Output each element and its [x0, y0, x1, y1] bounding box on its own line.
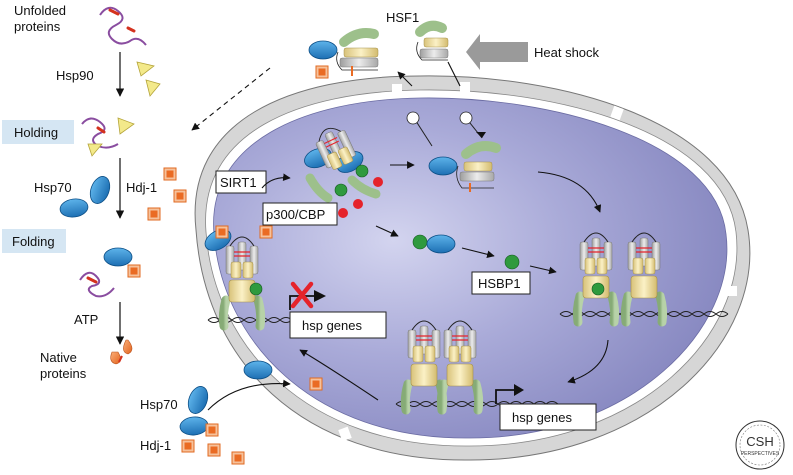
hsf1-monomer-hsp-complex	[308, 28, 379, 79]
unfolded-proteins-label-2: proteins	[14, 19, 61, 34]
active-promoter-arrow	[495, 389, 514, 404]
line-hsf1-import	[447, 61, 461, 87]
trimers-hsbp1-bound	[559, 233, 729, 322]
arrow-to-hsbp1	[461, 247, 495, 259]
hsf1-monomer-free	[415, 20, 449, 61]
hsp70-bottom-label: Hsp70	[140, 397, 178, 412]
unfolded-protein-icon	[99, 6, 147, 46]
hsf1-label: HSF1	[386, 10, 419, 25]
pore-lollipops	[406, 111, 486, 147]
nucleus	[194, 75, 751, 461]
csh-perspectives-logo: CSH PERSPECTIVES	[735, 420, 785, 470]
hsp70-top-label: Hsp70	[34, 180, 72, 195]
p300cbp-label: p300/CBP	[266, 207, 325, 222]
hsp90-label: Hsp90	[56, 68, 94, 83]
trimer-repressed	[200, 224, 293, 326]
arrow-to-trimer-binding	[537, 171, 602, 213]
holding-complex-icon	[81, 117, 135, 157]
arrow-to-repressed	[299, 349, 379, 401]
dashed-feedback-arrow	[191, 67, 271, 131]
arrow-to-active-trimers	[567, 339, 609, 384]
repressed-promoter-arrow	[289, 295, 314, 310]
repressed-promoter-arrowhead	[314, 290, 326, 302]
logo-line1: CSH	[746, 434, 773, 449]
folding-complex-icon	[79, 247, 141, 298]
native-proteins-label-1: Native	[40, 350, 77, 365]
hsbp1-green-dot	[504, 254, 520, 270]
hsp-genes-repressed-box	[289, 311, 387, 339]
hsp-genes-active-label: hsp genes	[512, 410, 572, 425]
folding-label: Folding	[12, 234, 55, 249]
native-proteins-label-2: proteins	[40, 366, 87, 381]
hdj1-top-label: Hdj-1	[126, 180, 157, 195]
hsf1-hsp-nuclear-complex	[428, 141, 501, 192]
hsp-genes-active-box	[499, 403, 597, 431]
hdj1-bottom-label: Hdj-1	[140, 438, 171, 453]
native-protein-icon	[110, 339, 133, 365]
hsf1-acetylated-complex	[301, 127, 383, 218]
arrow-hsbp1-to-trimer	[529, 265, 557, 275]
hsbp1-box	[471, 271, 531, 295]
arrow-sirt1-to-complex	[261, 173, 291, 189]
arrow-hsf1-export	[397, 71, 413, 87]
heat-shock-label: Heat shock	[534, 45, 600, 60]
hsp-genes-repressed-label: hsp genes	[302, 318, 362, 333]
holding-label: Holding	[14, 125, 58, 140]
arrow-into-nucleus	[207, 379, 291, 411]
logo-line2: PERSPECTIVES	[741, 451, 780, 457]
arrow-to-deacetylated	[375, 225, 399, 237]
active-promoter-arrowhead	[514, 384, 524, 396]
hsbp1-label: HSBP1	[478, 276, 521, 291]
hsp90-icons	[136, 61, 161, 97]
p300-box	[262, 202, 338, 226]
hsbp1-hsp70-pair	[412, 234, 456, 254]
atp-label: ATP	[74, 312, 98, 327]
sirt1-box	[215, 170, 267, 194]
holding-highlight	[2, 120, 74, 144]
unfolded-proteins-label-1: Unfolded	[14, 3, 66, 18]
folding-highlight	[2, 229, 66, 253]
repression-x-icon	[290, 281, 314, 309]
sirt1-label: SIRT1	[220, 175, 257, 190]
heat-shock-arrow	[466, 34, 528, 70]
